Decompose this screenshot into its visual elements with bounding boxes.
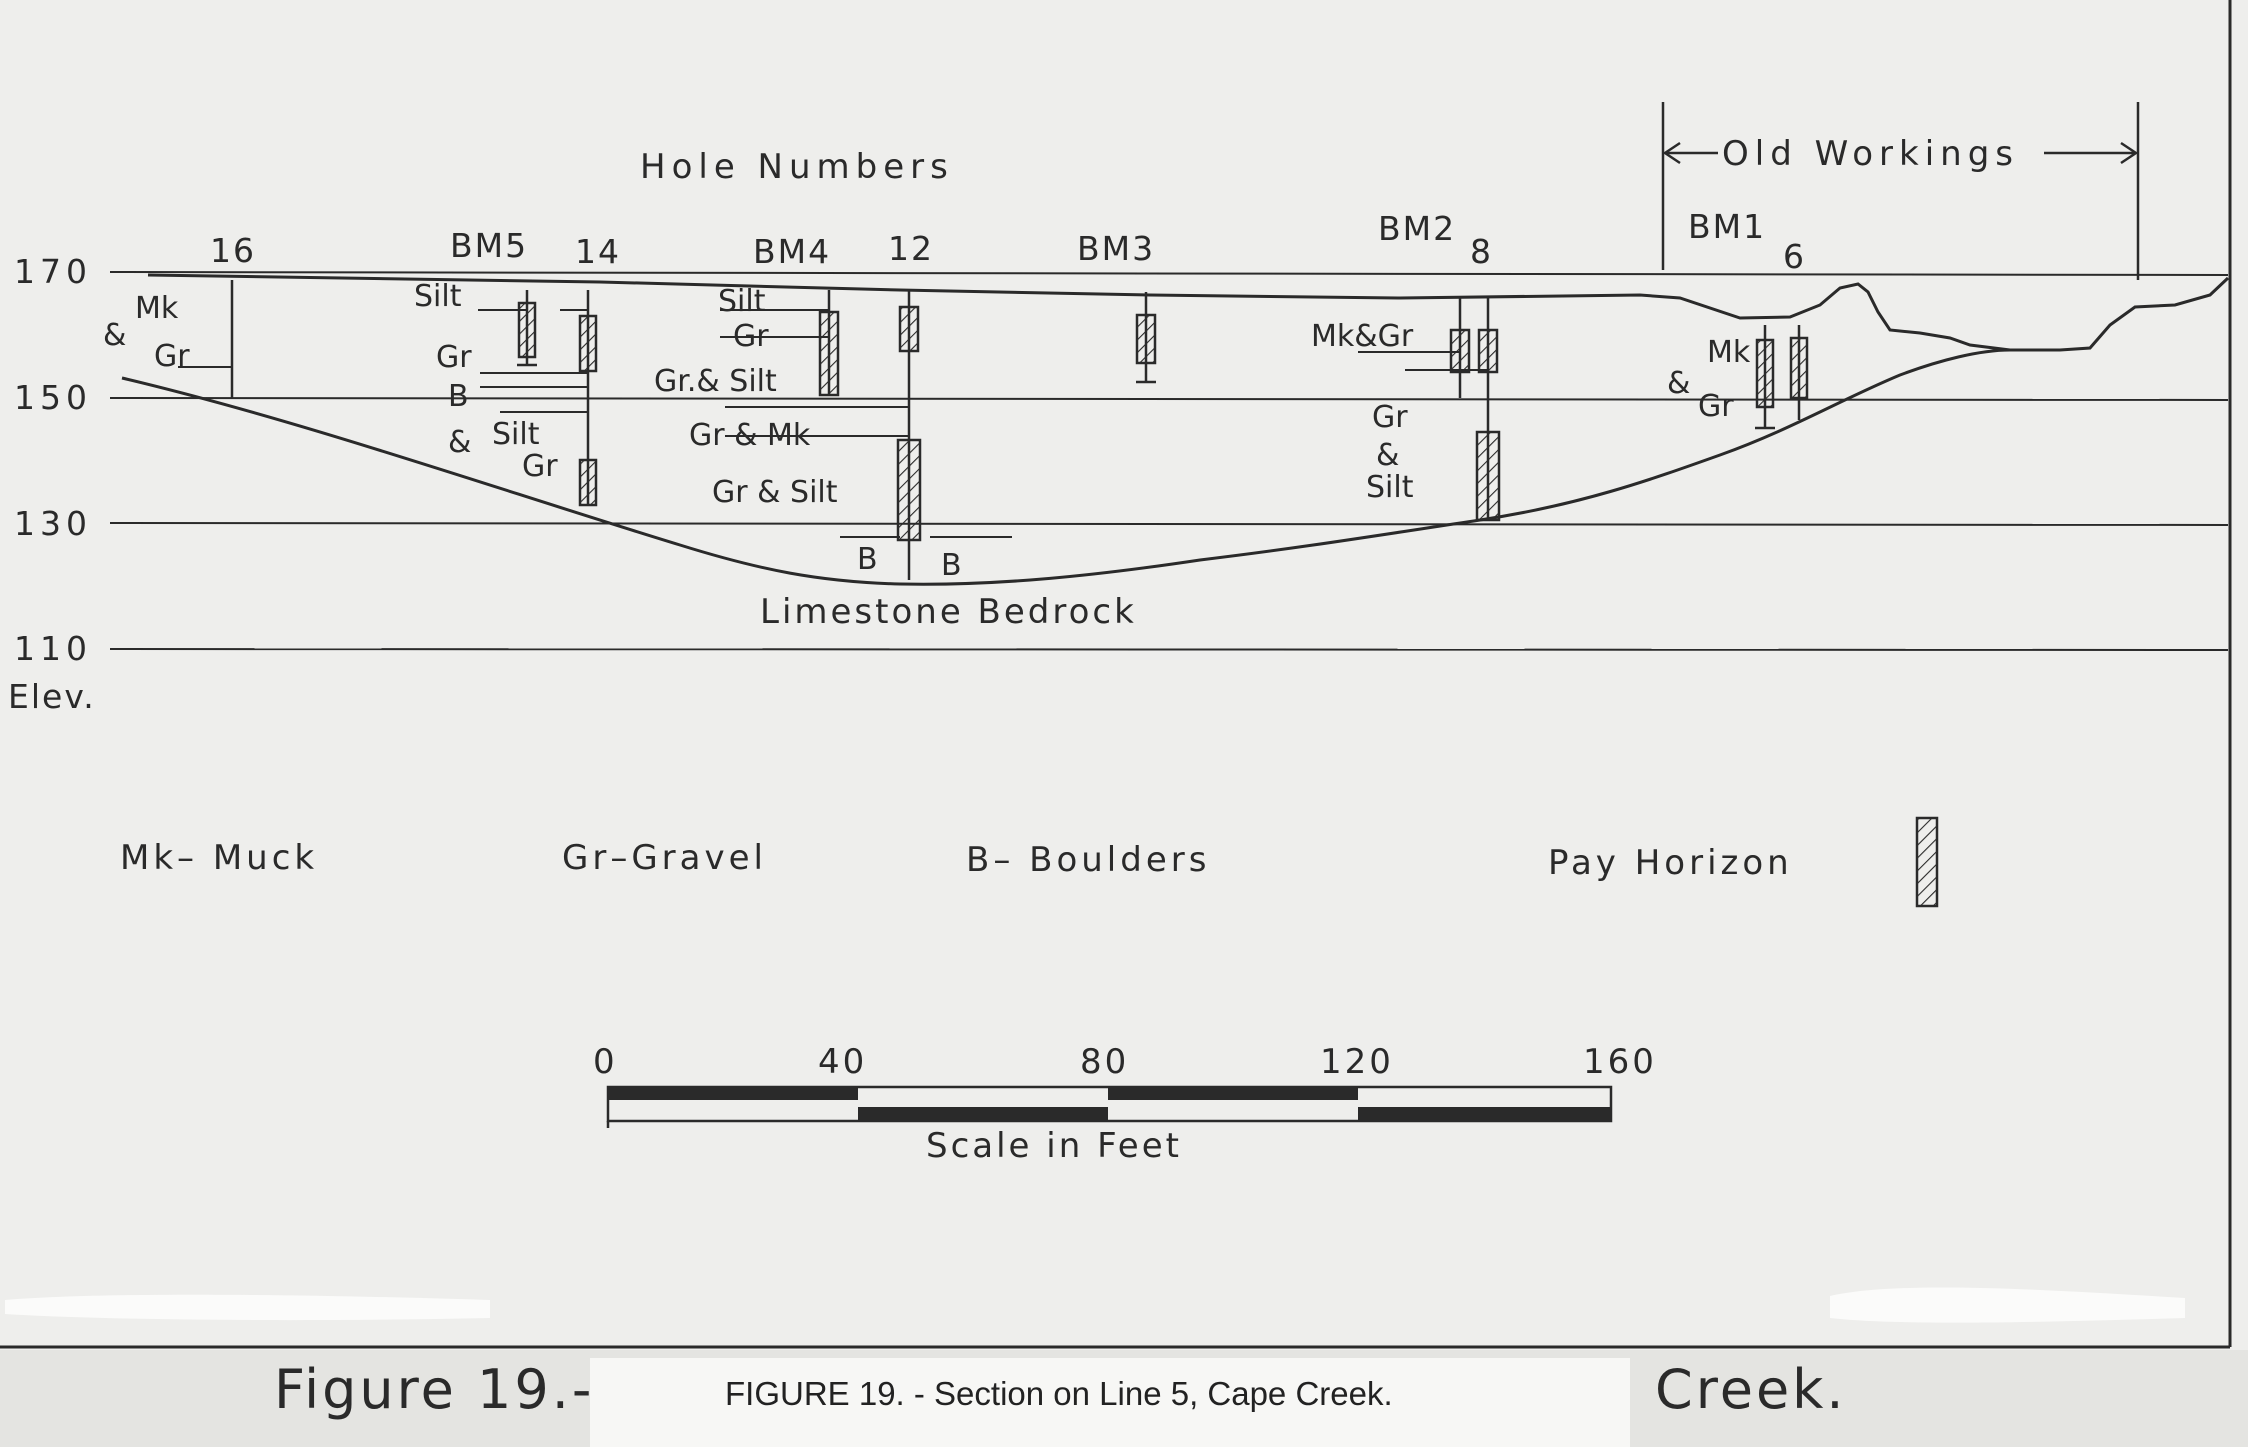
hole-label-8: 8 — [1470, 232, 1493, 271]
scale-segment-2 — [858, 1107, 1108, 1120]
legend: Mk– Muck Gr–Gravel B– Boulders Pay Horiz… — [120, 816, 1939, 908]
hole-label-bm3: BM3 — [1077, 229, 1155, 268]
hole-label-16: 16 — [210, 231, 256, 270]
hole-label-bm2: BM2 — [1378, 209, 1456, 248]
smudge-right — [1830, 1287, 2185, 1323]
legend-gravel: Gr–Gravel — [562, 838, 767, 878]
pay-horizon-8-upper — [1477, 328, 1499, 374]
label-b-bm5: B — [448, 379, 469, 414]
right-arrow-icon — [2120, 141, 2139, 165]
scale-tick-120: 120 — [1320, 1042, 1394, 1082]
old-workings-bracket — [1661, 102, 2140, 280]
pay-horizon-bm5 — [517, 301, 537, 359]
caption-strip — [590, 1358, 1630, 1447]
label-gr-silt-12: Gr & Silt — [712, 475, 838, 510]
gridline-110 — [109, 648, 2229, 651]
label-gr-bm5: Gr — [436, 340, 472, 375]
label-silt-bm4: Silt — [718, 284, 766, 319]
pay-horizon-bm3 — [1135, 313, 1157, 365]
label-gr-16: Gr — [154, 339, 190, 374]
elev-label-110: 110 — [14, 629, 92, 668]
hole-label-14: 14 — [575, 232, 621, 271]
scale-label: Scale in Feet — [926, 1126, 1182, 1166]
elevation-gridlines — [109, 271, 2229, 651]
hole-label-12: 12 — [888, 229, 934, 268]
label-and-bm5: & — [448, 425, 471, 460]
left-arrow-icon — [1662, 141, 1681, 165]
pay-horizon-12-upper — [898, 305, 920, 353]
pay-horizon-8-lower — [1475, 430, 1501, 522]
label-silt-bm5: Silt — [414, 279, 462, 314]
label-gr-bm4: Gr — [733, 319, 769, 354]
label-b-12-left: B — [857, 542, 878, 577]
pay-horizon-14-upper — [578, 314, 598, 373]
pay-horizon-bm4 — [818, 310, 840, 397]
label-and-bm1: & — [1667, 366, 1690, 401]
legend-pay-horizon: Pay Horizon — [1548, 843, 1793, 883]
bedrock-profile — [121, 348, 2011, 586]
label-silt-14: Silt — [492, 417, 540, 452]
elev-unit-label: Elev. — [8, 677, 96, 716]
pay-horizon-14-lower — [578, 458, 598, 507]
scale-tick-0: 0 — [593, 1042, 618, 1082]
label-and-8: & — [1376, 438, 1399, 473]
scale-bar: 0 40 80 120 160 Scale in Feet — [593, 1042, 1657, 1166]
caption-left-fragment: Figure 19.- — [274, 1358, 594, 1421]
pay-horizon-12-lower — [896, 438, 922, 542]
gridline-150 — [109, 397, 2229, 401]
caption-right-fragment: Creek. — [1655, 1358, 1847, 1421]
legend-pay-horizon-icon — [1915, 816, 1939, 908]
elev-label-170: 170 — [14, 252, 92, 291]
label-gr-silt-bm4: Gr.& Silt — [654, 364, 777, 399]
label-gr-8: Gr — [1372, 400, 1408, 435]
elev-label-150: 150 — [14, 378, 92, 417]
material-boundary-ticks — [178, 309, 1488, 538]
scale-tick-80: 80 — [1080, 1042, 1129, 1082]
label-mk-gr-bm2: Mk&Gr — [1311, 319, 1414, 354]
gridline-130 — [109, 522, 2229, 526]
pay-horizon-bm1 — [1755, 338, 1775, 409]
label-and-16: & — [103, 318, 126, 353]
scale-tick-160: 160 — [1583, 1042, 1657, 1082]
hole-label-6: 6 — [1783, 237, 1806, 276]
label-mk-bm1: Mk — [1707, 335, 1751, 370]
scale-segment-3 — [1108, 1087, 1358, 1100]
scale-tick-40: 40 — [818, 1042, 867, 1082]
scale-segment-1 — [608, 1087, 858, 1100]
material-labels: Mk & Gr Silt Gr B & Silt Gr Silt Gr Gr.&… — [103, 279, 1751, 632]
old-workings-label: Old Workings — [1722, 134, 2019, 174]
hole-numbers-heading: Hole Numbers — [640, 147, 954, 187]
pay-horizon-6 — [1789, 336, 1809, 400]
label-gr-bm1: Gr — [1698, 389, 1734, 424]
hole-label-bm4: BM4 — [753, 232, 831, 271]
elev-label-130: 130 — [14, 504, 92, 543]
label-gr-mk-12: Gr & Mk — [689, 418, 811, 453]
smudge-left — [5, 1294, 490, 1321]
hole-label-bm5: BM5 — [450, 226, 528, 265]
label-bedrock: Limestone Bedrock — [760, 592, 1137, 632]
label-gr-14: Gr — [522, 449, 558, 484]
label-b-12-right: B — [941, 548, 962, 583]
gridline-170 — [109, 271, 2229, 276]
figure-caption: FIGURE 19. - Section on Line 5, Cape Cre… — [725, 1375, 1393, 1412]
legend-muck: Mk– Muck — [120, 838, 318, 878]
hole-label-bm1: BM1 — [1688, 207, 1766, 246]
legend-boulders: B– Boulders — [966, 840, 1210, 880]
label-silt-8: Silt — [1366, 470, 1414, 505]
ground-surface-profile — [147, 273, 2230, 352]
scale-segment-4 — [1358, 1107, 1611, 1120]
label-mk-16: Mk — [135, 291, 179, 326]
